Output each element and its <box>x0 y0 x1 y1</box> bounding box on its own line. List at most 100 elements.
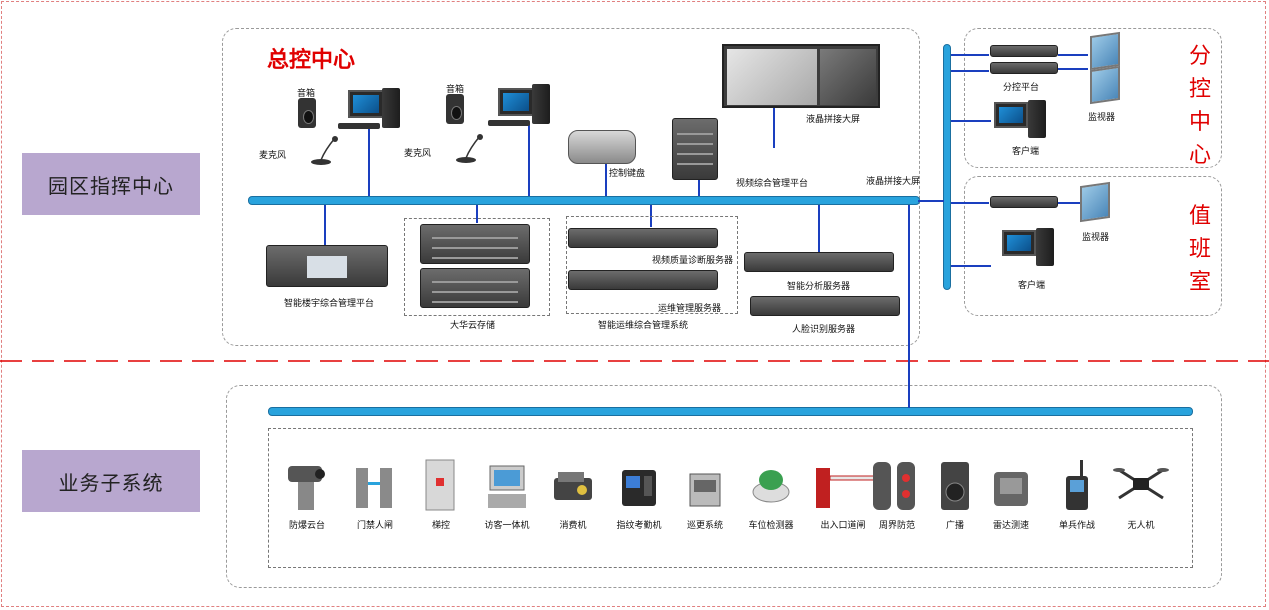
smart-platform-icon <box>266 245 388 287</box>
video-platform-label: 视频综合管理平台 <box>736 179 809 189</box>
drone-icon <box>1113 468 1169 500</box>
drone[interactable]: 无人机 <box>1110 458 1172 531</box>
subsystem-label: 访客一体机 <box>484 521 530 531</box>
diag-server-label: 视频质量诊断服务器 <box>652 256 734 266</box>
pc-tower-icon <box>532 84 550 124</box>
network-bus-main <box>248 196 920 205</box>
business-label: 业务子系统 <box>22 450 200 512</box>
monitor-panel-icon <box>1090 65 1120 105</box>
ops-server-icon <box>568 270 718 290</box>
subsystem-label: 无人机 <box>1127 521 1155 531</box>
turnstile-icon <box>356 468 392 508</box>
fingerprint-attendance[interactable]: 指纹考勤机 <box>608 458 670 531</box>
duty-monitor-label: 监视器 <box>1082 233 1110 243</box>
ops-server-label: 运维管理服务器 <box>658 304 722 314</box>
patrol-device-icon <box>689 473 721 507</box>
pos-terminal[interactable]: 消费机 <box>542 458 604 531</box>
control-keyboard-icon <box>568 130 636 164</box>
speaker-icon <box>446 94 464 124</box>
smart-platform-label: 智能楼宇综合管理平台 <box>284 299 375 309</box>
analysis-server-icon <box>744 252 894 272</box>
ptz-camera-icon <box>288 466 325 510</box>
link <box>908 205 910 408</box>
keyboard-icon <box>488 120 530 126</box>
speaker-label: 音箱 <box>446 85 465 95</box>
face-server-icon <box>750 296 900 316</box>
subsystem-row: 防爆云台 门禁人闸 梯控 访客一体机 消费机 指纹考勤机 巡更系统 车位检测器 … <box>276 458 1186 538</box>
link <box>605 160 607 196</box>
access-gate[interactable]: 门禁人闸 <box>344 458 406 531</box>
monitor-panel-icon <box>1090 31 1120 71</box>
visitor-terminal[interactable]: 访客一体机 <box>476 458 538 531</box>
control-center-box <box>222 28 920 346</box>
duty-room-box <box>964 176 1222 316</box>
link <box>1058 54 1088 56</box>
sub-monitor-label: 监视器 <box>1088 113 1116 123</box>
storage-server-icon <box>420 224 530 264</box>
link <box>918 200 944 202</box>
fingerprint-reader-icon <box>622 470 656 506</box>
face-server-label: 人脸识别服务器 <box>792 325 856 335</box>
radar-speed[interactable]: 雷达测速 <box>982 458 1040 531</box>
network-bus-vertical <box>943 44 951 290</box>
link <box>773 108 775 148</box>
sub-platform-icon <box>990 62 1058 74</box>
subsystem-label: 梯控 <box>431 521 450 531</box>
ops-system-group <box>566 216 738 314</box>
park-command-label: 园区指挥中心 <box>22 153 200 215</box>
link <box>1058 68 1088 70</box>
monitor-panel-icon <box>1080 181 1110 223</box>
subsystem-label: 巡更系统 <box>686 521 723 531</box>
storage-server-icon <box>420 268 530 308</box>
parking-sensor-icon <box>752 470 790 503</box>
duty-client-label: 客户端 <box>1018 281 1046 291</box>
subsystem-label: 单兵作战 <box>1058 521 1095 531</box>
link <box>476 205 478 223</box>
pc-tower-icon <box>382 88 400 128</box>
client-monitor-icon <box>1002 230 1036 256</box>
speaker-icon <box>298 98 316 128</box>
monitor-icon <box>498 88 534 116</box>
parking-detector[interactable]: 车位检测器 <box>740 458 802 531</box>
duty-room-title: 值班室 <box>1188 204 1211 295</box>
video-wall-label: 液晶拼接大屏 <box>806 115 861 125</box>
control-keyboard-label: 控制键盘 <box>609 169 646 179</box>
subsystem-label: 周界防范 <box>878 521 915 531</box>
broadcast[interactable]: 广播 <box>930 458 980 531</box>
subsystem-label: 车位检测器 <box>748 521 794 531</box>
individual-combat[interactable]: 单兵作战 <box>1046 458 1108 531</box>
visitor-kiosk-icon <box>488 465 526 508</box>
patrol-system[interactable]: 巡更系统 <box>674 458 736 531</box>
subsystem-label: 指纹考勤机 <box>616 521 662 531</box>
link <box>528 124 530 196</box>
pc-tower-icon <box>1028 100 1046 138</box>
keyboard-icon <box>338 123 380 129</box>
subsystem-label: 防爆云台 <box>288 521 325 531</box>
link <box>324 205 326 245</box>
link <box>368 128 370 196</box>
sub-platform-label: 分控平台 <box>1003 83 1040 93</box>
business-box <box>226 385 1222 588</box>
perimeter-sensor-icon <box>873 462 915 510</box>
link <box>951 54 989 56</box>
client-monitor-icon <box>994 102 1028 128</box>
subsystem-label: 门禁人闸 <box>356 521 393 531</box>
control-center-title: 总控中心 <box>267 48 356 73</box>
mic-label: 麦克风 <box>404 149 432 159</box>
perimeter-defense[interactable]: 周界防范 <box>866 458 928 531</box>
elevator-panel-icon <box>425 459 455 511</box>
ops-system-label: 智能运维综合管理系统 <box>598 321 689 331</box>
link <box>951 265 991 267</box>
link <box>1058 202 1082 204</box>
radar-icon <box>994 472 1028 506</box>
subsystem-label: 广播 <box>945 521 964 531</box>
explosion-proof-ptz[interactable]: 防爆云台 <box>276 458 338 531</box>
analysis-server-label: 智能分析服务器 <box>787 282 851 292</box>
diag-server-icon <box>568 228 718 248</box>
video-wall-icon <box>722 44 880 108</box>
link <box>698 180 700 196</box>
elevator-control[interactable]: 梯控 <box>410 458 472 531</box>
subsystem-label: 雷达测速 <box>992 521 1029 531</box>
payment-terminal-icon <box>554 472 592 500</box>
